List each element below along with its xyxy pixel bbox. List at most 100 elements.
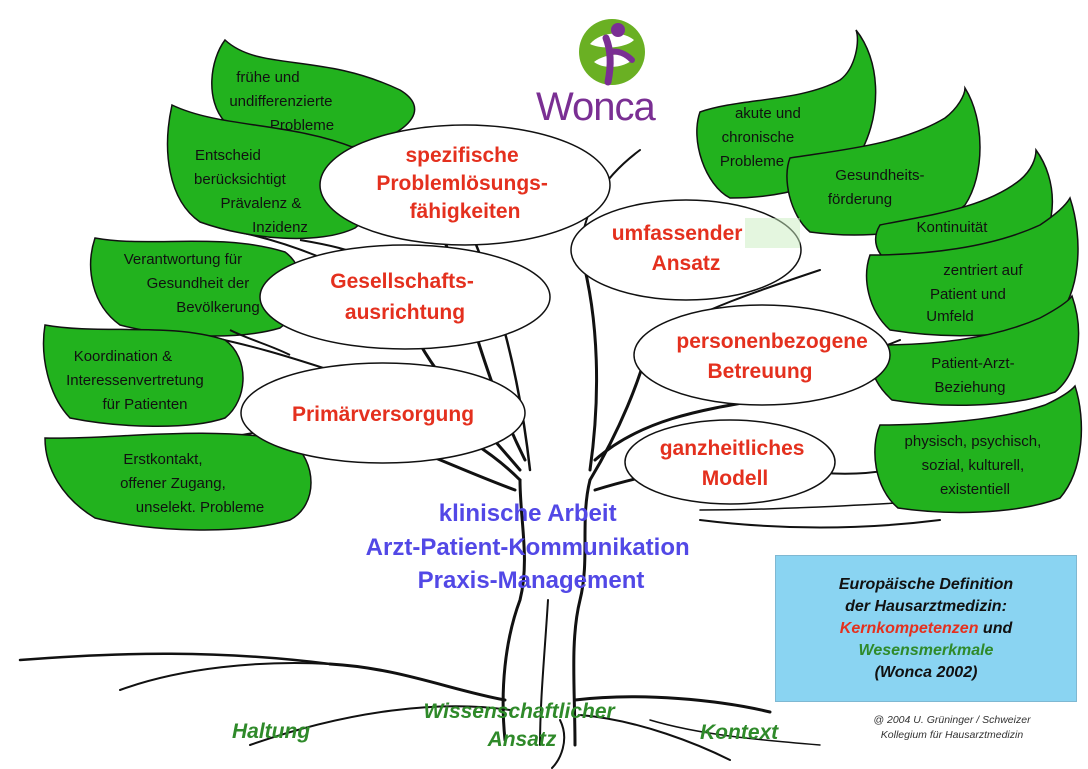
leaves-right: akute und chronische Probleme Gesundheit… [696, 29, 1083, 514]
competencies: spezifische Problemlösungs- fähigkeiten … [240, 124, 891, 505]
competency-person-centred-care: personenbezogene Betreuung [633, 304, 891, 406]
leaf-shape [874, 384, 1083, 514]
svg-text:klinische Arbeit Arzt-Pa: klinische Arbeit Arzt-Patient-Kommunikat… [366, 500, 697, 594]
competency-text-line: ausrichtung [345, 301, 465, 324]
svg-text:Koordination & Interes: Koordination & Interessenvertretung für … [66, 348, 208, 413]
trunk-line: Arzt-Patient-Kommunikation [366, 534, 690, 561]
competency-text-line: Problemlösungs- [376, 172, 548, 195]
info-box-line: Kernkompetenzen und [840, 618, 1012, 640]
leaf-holistic-dimensions: physisch, psychisch, sozial, kulturell, … [874, 384, 1083, 514]
info-box-line: (Wonca 2002) [874, 663, 978, 681]
root-labels: Haltung Wissenschaftlicher Ansatz Kontex… [232, 700, 779, 751]
leaf-text-line: frühe und [236, 69, 299, 86]
competency-text-line: Betreuung [708, 360, 813, 383]
leaf-text-line: physisch, psychisch, [905, 433, 1042, 450]
leaves-left: frühe und undifferenzierte Probleme Ents… [42, 38, 416, 531]
leaf-text-line: Gesundheit der [147, 275, 250, 292]
info-box-joiner: und [978, 619, 1013, 637]
leaf-text-line: existentiell [940, 481, 1010, 498]
competency-text-line: Gesellschafts- [330, 270, 474, 293]
leaf-text-line: Inzidenz [252, 219, 308, 236]
svg-text:Patient-Arzt- Beziehun: Patient-Arzt- Beziehung [931, 355, 1019, 396]
info-box: Europäische Definition der Hausarztmediz… [775, 555, 1077, 702]
competency-primary-care: Primärversorgung [240, 362, 526, 464]
leaf-decision-prevalence: Entscheid berücksichtigt Prävalenz & Inz… [166, 103, 376, 240]
root-scientific: Wissenschaftlicher Ansatz [423, 700, 620, 751]
leaf-text-line: Verantwortung für [124, 251, 242, 268]
competency-problem-solving: spezifische Problemlösungs- fähigkeiten [319, 124, 611, 246]
svg-text:Verantwortung für Gesu: Verantwortung für Gesundheit der Bevölke… [124, 251, 260, 316]
svg-text:Primärversorgung: Primärversorgung [292, 403, 474, 426]
leaf-shape [44, 432, 312, 531]
svg-text:spezifische Problemlös: spezifische Problemlösungs- fähigkeiten [376, 144, 553, 223]
leaf-text-line: Entscheid [195, 147, 261, 164]
root-scientific-line: Ansatz [487, 728, 557, 751]
leaf-text-line: förderung [828, 191, 892, 208]
leaf-shape [89, 237, 303, 337]
leaf-text-line: chronische [722, 129, 795, 146]
root-context: Kontext [700, 721, 779, 744]
leaf-population-health: Verantwortung für Gesundheit der Bevölke… [89, 237, 303, 337]
leaf-text-line: undifferenzierte [229, 93, 332, 110]
leaf-coordination: Koordination & Interessenvertretung für … [42, 324, 244, 428]
svg-text:ganzheitliches Modell: ganzheitliches Modell [660, 437, 811, 490]
core-competencies-label: Kernkompetenzen [839, 619, 979, 637]
svg-text:Gesundheits- förderung: Gesundheits- förderung [828, 167, 929, 208]
info-box-line: der Hausarztmedizin: [845, 597, 1007, 615]
competency-text-line: personenbezogene [676, 330, 867, 353]
leaf-text-line: Umfeld [926, 308, 974, 325]
leaf-text-line: für Patienten [102, 396, 187, 413]
leaf-text-line: Gesundheits- [835, 167, 924, 184]
competency-ellipse [624, 419, 836, 505]
competency-comprehensive-approach: umfassender Ansatz [570, 199, 802, 301]
competency-text-line: Primärversorgung [292, 403, 474, 426]
leaf-text-line: berücksichtigt [194, 171, 287, 188]
leaf-health-promotion: Gesundheits- förderung [786, 85, 981, 236]
competency-community-orientation: Gesellschafts- ausrichtung [259, 244, 551, 350]
leaf-text-line: sozial, kulturell, [922, 457, 1025, 474]
leaf-text-line: Bevölkerung [176, 299, 259, 316]
leaf-text-line: Beziehung [935, 379, 1006, 396]
leaf-text-line: unselekt. Probleme [136, 499, 264, 516]
leaf-first-contact: Erstkontakt, offener Zugang, unselekt. P… [44, 432, 312, 531]
leaf-text-line: offener Zugang, [120, 475, 226, 492]
competency-text-line: umfassender [612, 222, 743, 245]
characteristics-label: Wesensmerkmale [858, 641, 994, 659]
svg-text:Gesellschafts- ausrich: Gesellschafts- ausrichtung [330, 270, 479, 324]
credit-line: @ 2004 U. Grüninger / Schweizer [873, 714, 1031, 726]
competency-ellipse [570, 199, 802, 301]
svg-text:Entscheid berücksichti: Entscheid berücksichtigt Prävalenz & Inz… [194, 147, 308, 236]
competency-ellipse [259, 244, 551, 350]
svg-text:umfassender Ansatz: umfassender Ansatz [612, 222, 749, 275]
wonca-logo-icon [579, 19, 645, 86]
leaf-text-line: Prävalenz & [220, 195, 301, 212]
trunk-line: klinische Arbeit [439, 500, 617, 527]
svg-text:personenbezogene Betre: personenbezogene Betreuung [676, 330, 873, 383]
copyright-credit: @ 2004 U. Grüninger / Schweizer Kollegiu… [832, 713, 1072, 743]
svg-text:Erstkontakt, offener Z: Erstkontakt, offener Zugang, unselekt. P… [120, 451, 264, 516]
competency-text-line: Modell [702, 467, 769, 490]
competency-text-line: ganzheitliches [660, 437, 805, 460]
leaf-text-line: Patient und [930, 286, 1006, 303]
leaf-early-problems: frühe und undifferenzierte Probleme [211, 38, 416, 150]
root-scientific-line: Wissenschaftlicher [423, 700, 616, 723]
competency-text-line: spezifische [405, 144, 518, 167]
leaf-shape [871, 294, 1080, 406]
competency-ellipse [319, 124, 611, 246]
svg-text:Kontinuität: Kontinuität [917, 219, 989, 236]
info-box-line: Europäische Definition [838, 575, 1014, 593]
svg-text:akute und chronische: akute und chronische Probleme [720, 105, 805, 170]
leaf-shape [786, 85, 981, 236]
leaf-text-line: Koordination & [74, 348, 172, 365]
leaf-text-line: Probleme [720, 153, 784, 170]
leaf-text-line: Interessenvertretung [66, 372, 204, 389]
leaf-patient-doctor: Patient-Arzt- Beziehung [871, 294, 1080, 406]
svg-text:physisch, psychisch, s: physisch, psychisch, sozial, kulturell, … [905, 433, 1046, 498]
competency-text-line: Ansatz [652, 252, 721, 275]
leaf-patient-centred: zentriert auf Patient und Umfeld [865, 196, 1079, 337]
leaf-shape [166, 103, 376, 240]
competency-text-line: fähigkeiten [410, 200, 521, 223]
trunk-line: Praxis-Management [418, 567, 645, 594]
trunk-skills: klinische Arbeit Arzt-Patient-Kommunikat… [366, 500, 697, 594]
